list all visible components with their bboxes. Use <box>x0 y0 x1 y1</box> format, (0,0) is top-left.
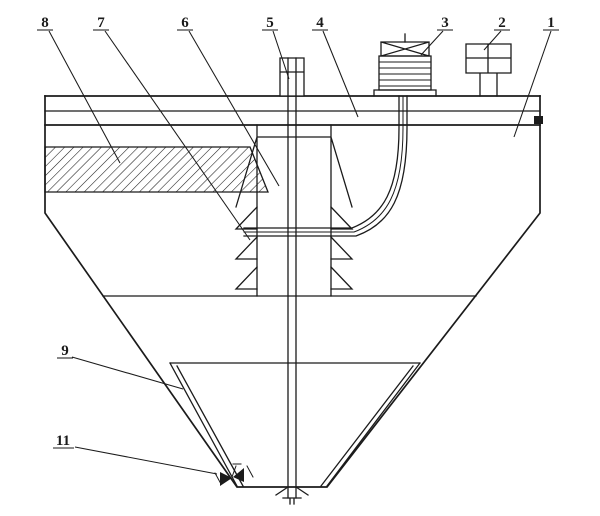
inner-cone <box>169 362 421 487</box>
callout-4-label: 4 <box>316 15 324 31</box>
callout-1: 1 <box>513 15 559 138</box>
callout-6-label: 6 <box>181 15 189 31</box>
callout-2-label: 2 <box>498 15 506 31</box>
callout-4: 4 <box>312 15 359 118</box>
center-shaft <box>275 57 309 505</box>
deflector-baffles <box>234 206 354 290</box>
discharge-valve <box>214 463 254 486</box>
callout-8: 8 <box>37 15 121 164</box>
callout-3: 3 <box>420 15 453 56</box>
callout-5-label: 5 <box>266 15 274 31</box>
tank-shell <box>44 95 541 488</box>
callout-1-label: 1 <box>547 15 555 31</box>
callout-9-label: 9 <box>61 343 69 359</box>
feed-pipe <box>243 95 408 237</box>
callout-5: 5 <box>262 15 290 80</box>
callout-7-label: 7 <box>97 15 105 31</box>
aux-unit <box>465 43 512 97</box>
callout-9: 9 <box>57 343 184 390</box>
callout-3-label: 3 <box>441 15 449 31</box>
callout-11-label: 11 <box>56 433 70 449</box>
feedwell-column <box>235 124 353 297</box>
inclined-plate-band <box>44 146 269 193</box>
callout-6: 6 <box>177 15 280 187</box>
drive-motor <box>373 33 437 97</box>
callout-7: 7 <box>93 15 251 241</box>
callout-2: 2 <box>483 15 510 51</box>
callout-11: 11 <box>53 433 218 475</box>
top-deck <box>44 95 541 126</box>
wall-mark <box>534 116 543 124</box>
callout-8-label: 8 <box>41 15 49 31</box>
callouts: 8 7 6 5 4 <box>37 15 559 475</box>
